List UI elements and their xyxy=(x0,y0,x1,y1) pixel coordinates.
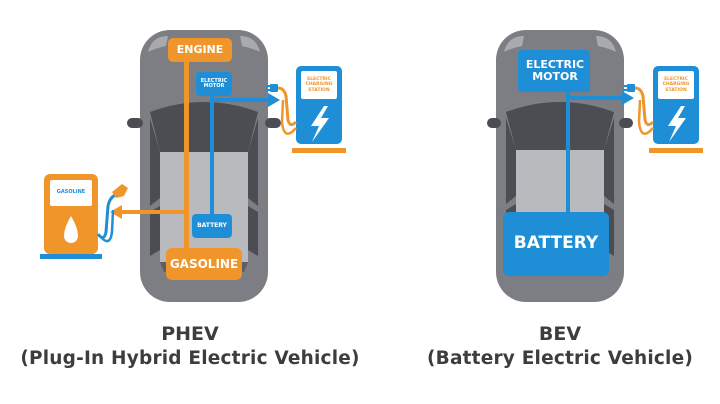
bev-diagram: ELECTRIC MOTOR BATTERY ELECTRIC CHARGING… xyxy=(380,0,720,310)
charging-station-icon-phev xyxy=(266,66,346,153)
phev-graphic xyxy=(40,30,346,302)
phev-diagram: ENGINE ELECTRIC MOTOR BATTERY GASOLINE G… xyxy=(0,0,380,310)
phev-title: PHEV xyxy=(161,323,219,345)
engine-label: ENGINE xyxy=(176,43,224,57)
charging-station-icon-bev xyxy=(623,66,703,153)
phev-caption: PHEV (Plug-In Hybrid Electric Vehicle) xyxy=(0,322,380,372)
bev-caption: BEV (Battery Electric Vehicle) xyxy=(400,322,720,372)
bev-charging-station-label: ELECTRIC CHARGING STATION xyxy=(662,77,690,93)
bev-battery-label: BATTERY xyxy=(513,233,599,254)
bev-graphic xyxy=(487,30,703,302)
gas-pump-icon xyxy=(40,174,128,259)
phev-battery-label: BATTERY xyxy=(197,221,227,229)
bev-subtitle: (Battery Electric Vehicle) xyxy=(427,348,693,369)
bev-title: BEV xyxy=(538,323,582,345)
bev-electric-motor-label: ELECTRIC MOTOR xyxy=(525,58,585,83)
phev-subtitle: (Plug-In Hybrid Electric Vehicle) xyxy=(20,348,360,369)
phev-charging-station-label: ELECTRIC CHARGING STATION xyxy=(305,77,333,93)
gasoline-tank-label: GASOLINE xyxy=(169,256,239,271)
gas-pump-label: GASOLINE xyxy=(56,189,86,196)
phev-electric-motor-label: ELECTRIC MOTOR xyxy=(200,77,228,89)
